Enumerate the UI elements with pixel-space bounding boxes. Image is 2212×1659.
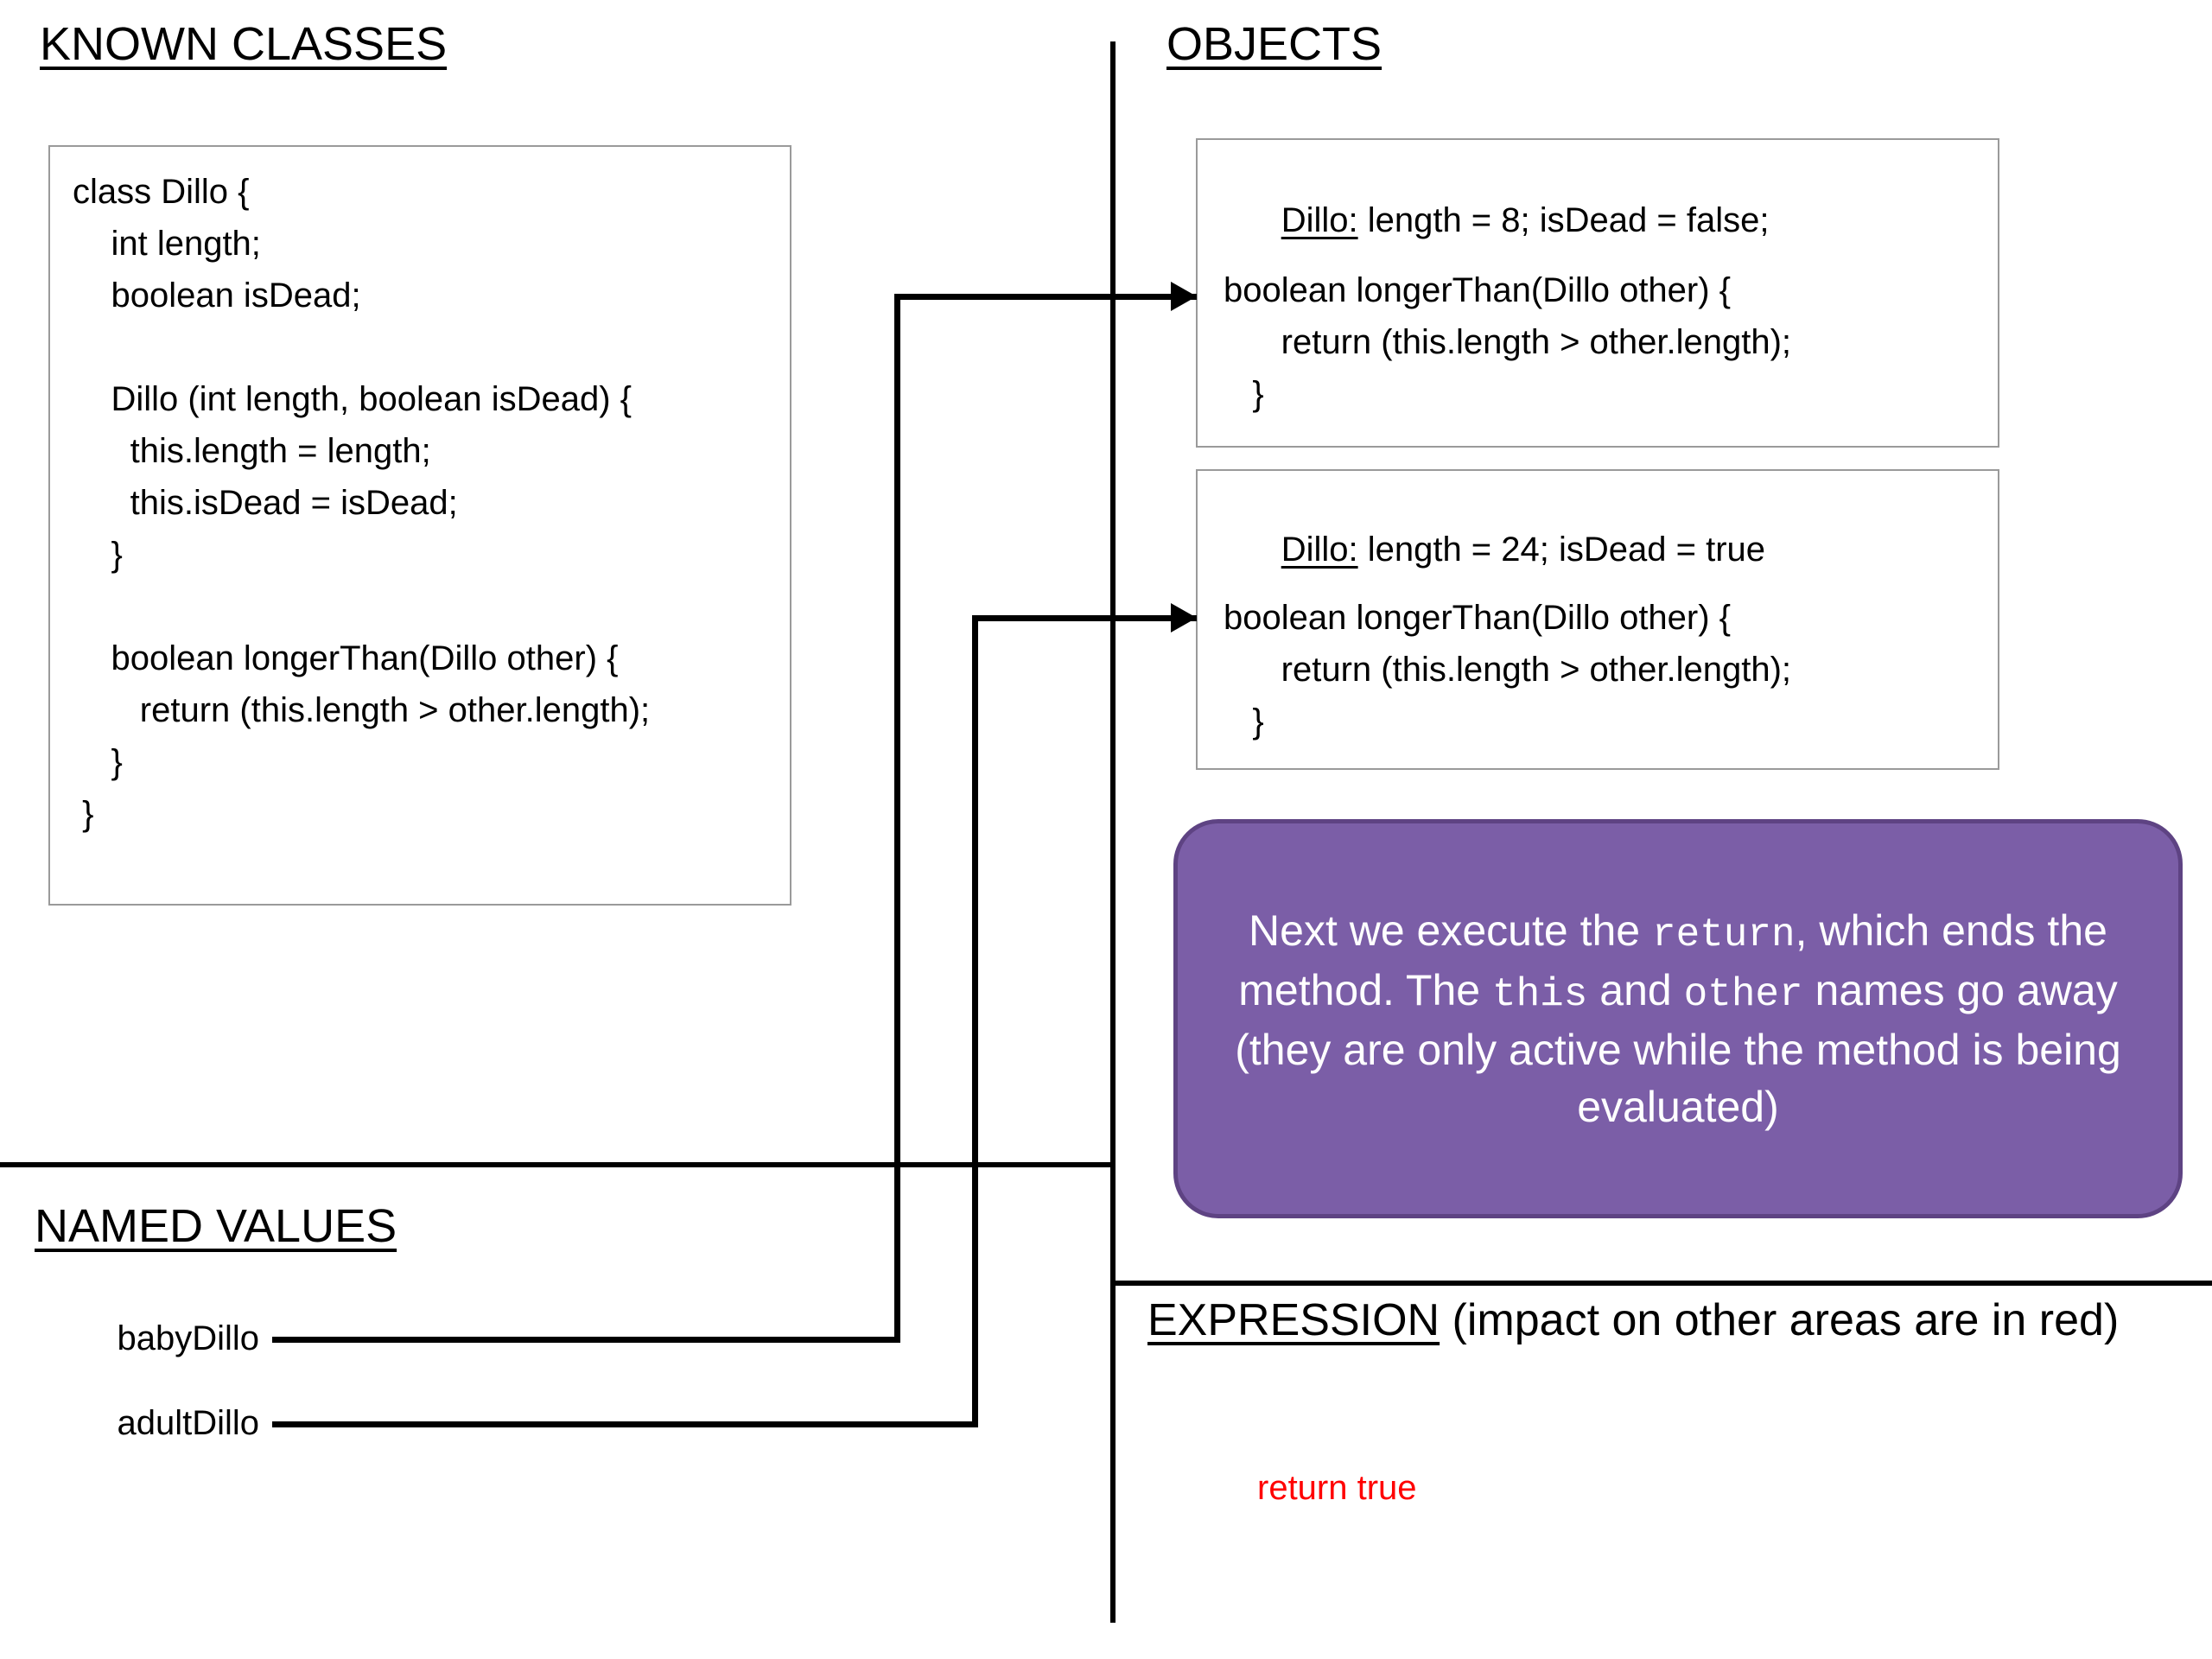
objects-heading-label: OBJECTS [1166,18,1382,70]
known-classes-heading-label: KNOWN CLASSES [40,18,448,70]
named-values-top-divider [0,1162,1116,1167]
connector-babyDillo-vertical [894,294,900,1341]
object-1-fields: length = 8; isDead = false; [1357,201,1770,239]
expression-value: return true [1257,1469,1417,1507]
expression-heading: EXPRESSION (impact on other areas are in… [1147,1295,2120,1345]
named-values-heading: NAMED VALUES [35,1200,397,1252]
connector-babyDillo-horizontal [272,1337,900,1343]
object-box-2: Dillo: length = 24; isDead = true boolea… [1196,469,1999,770]
callout-prose: and [1587,966,1684,1014]
explanation-callout-text: Next we execute the return, which ends t… [1214,902,2142,1135]
connector-adultDillo-arm [972,615,1197,621]
callout-prose: Next we execute the [1249,906,1652,956]
object-2-class-name: Dillo: [1281,531,1358,569]
connector-adultDillo-vertical [972,615,978,1426]
callout-code-token: other [1683,972,1803,1017]
object-1-header: Dillo: length = 8; isDead = false; [1224,162,1770,279]
object-1-method-code: boolean longerThan(Dillo other) { return… [1224,271,1792,413]
named-value-label-adultDillo: adultDillo [117,1404,259,1442]
arrowhead-adultDillo [1171,603,1197,632]
callout-code-token: return [1651,912,1796,958]
objects-heading: OBJECTS [1166,18,1382,70]
expression-heading-label: EXPRESSION [1147,1295,1440,1345]
object-2-method-code: boolean longerThan(Dillo other) { return… [1224,599,1792,741]
callout-prose: , which ends the method. The [1238,906,2107,1014]
expression-top-divider [1110,1281,2212,1286]
callout-code-token: this [1491,972,1588,1017]
named-values-heading-label: NAMED VALUES [35,1200,397,1252]
class-definition-box: class Dillo { int length; boolean isDead… [48,145,791,906]
known-classes-heading: KNOWN CLASSES [40,18,448,70]
connector-adultDillo-horizontal [272,1421,978,1427]
connector-babyDillo-arm [894,294,1197,300]
object-2-header: Dillo: length = 24; isDead = true [1224,492,1765,608]
object-2-fields: length = 24; isDead = true [1357,531,1766,569]
class-definition-code: class Dillo { int length; boolean isDead… [73,173,651,833]
expression-heading-note: (impact on other areas are in red) [1440,1295,2120,1345]
callout-prose: names go away (they are only active whil… [1235,966,2121,1131]
explanation-callout: Next we execute the return, which ends t… [1173,819,2183,1218]
object-1-class-name: Dillo: [1281,201,1358,239]
main-vertical-divider [1110,41,1116,1623]
object-box-1: Dillo: length = 8; isDead = false; boole… [1196,138,1999,448]
arrowhead-babyDillo [1171,282,1197,311]
named-value-label-babyDillo: babyDillo [117,1319,259,1357]
